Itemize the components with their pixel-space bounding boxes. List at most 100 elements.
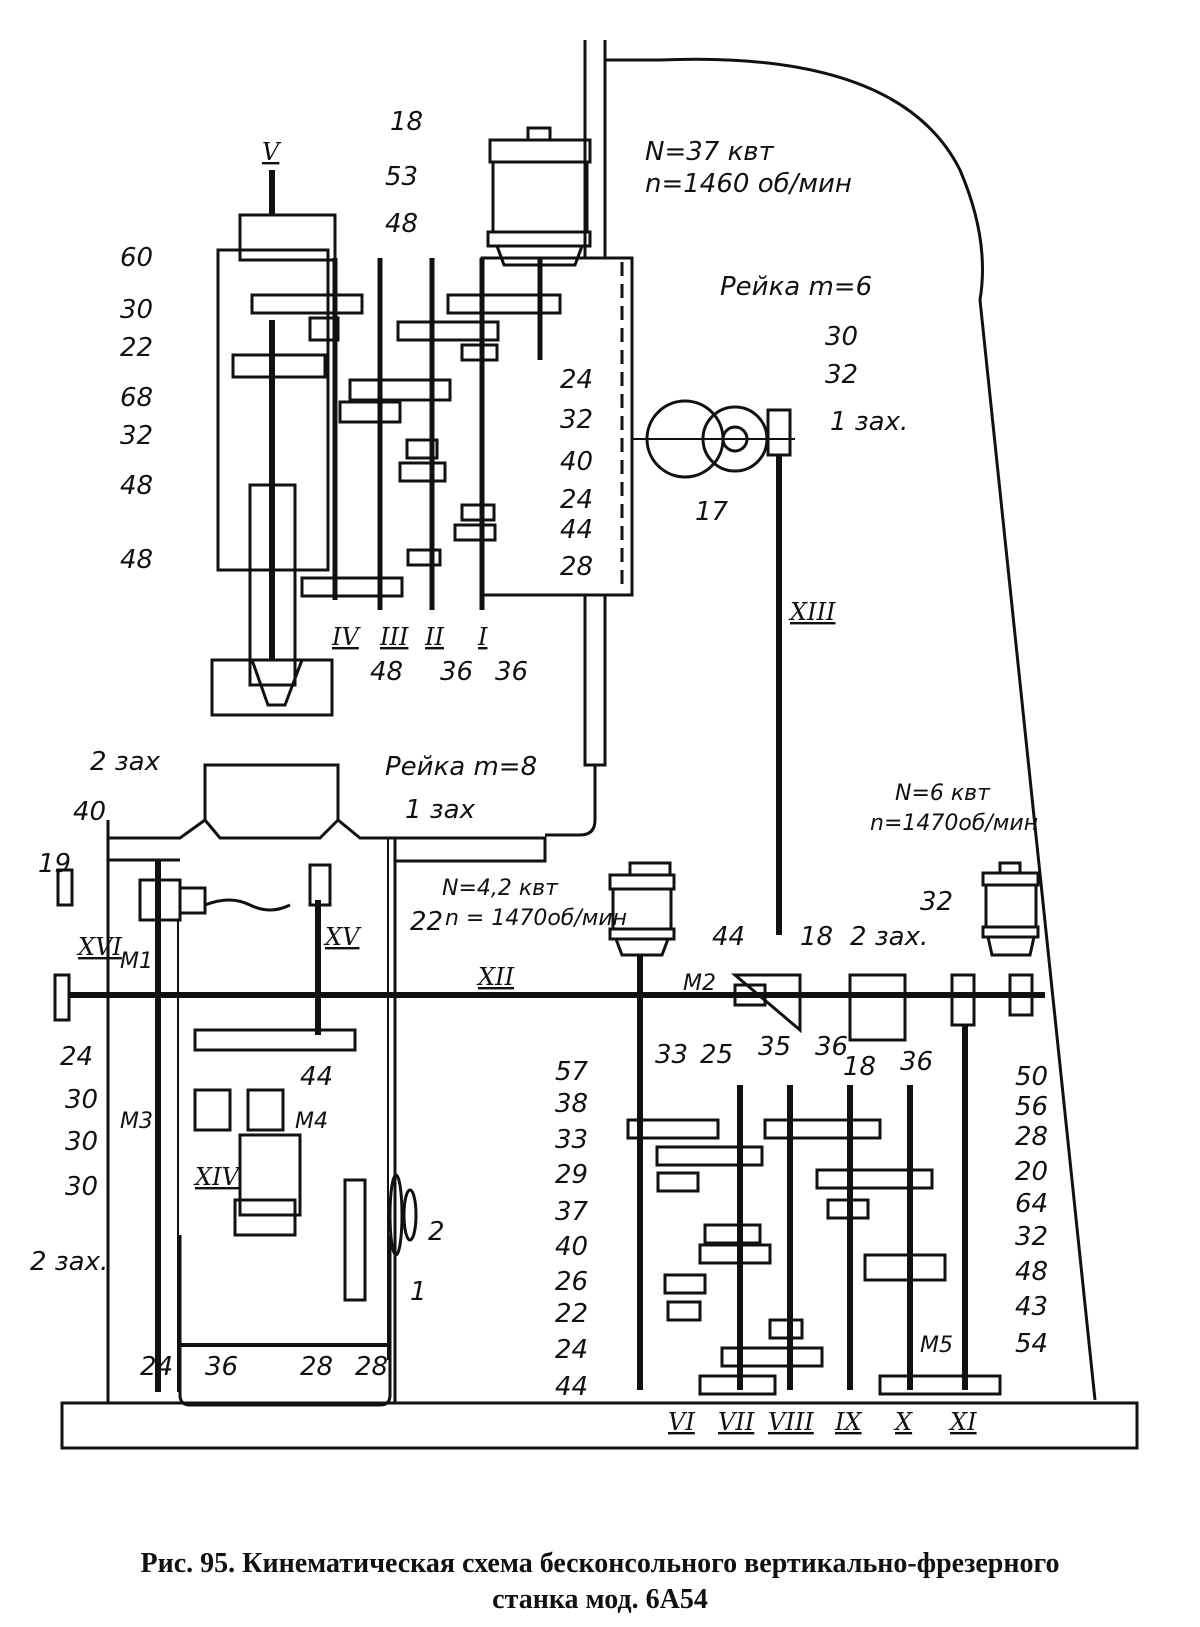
- gear-label: 24: [560, 485, 593, 515]
- feedbox-label: 18: [800, 922, 833, 952]
- table-label: 2 зах.: [30, 1247, 108, 1277]
- feedbox-label: 28: [1015, 1122, 1048, 1152]
- feedbox-label: 54: [1015, 1329, 1048, 1359]
- clutch-label-M2: M2: [683, 971, 716, 996]
- gear-label: 36: [440, 657, 473, 687]
- table-label: 24: [60, 1042, 93, 1072]
- feedbox-label: 32: [1015, 1222, 1048, 1252]
- clutch-label-M5: M5: [920, 1333, 953, 1358]
- gear-label: 48: [120, 471, 153, 501]
- gear-label: 48: [370, 657, 403, 687]
- gear-label: 32: [120, 421, 153, 451]
- table-label: 36: [205, 1352, 238, 1382]
- shaft-label-III: III: [379, 623, 409, 651]
- main-motor: [486, 126, 592, 267]
- figure-caption-line2: станка мод. 6А54: [492, 1584, 708, 1615]
- feedbox-label: 22: [555, 1299, 588, 1329]
- shaft-label-VII: VII: [718, 1408, 755, 1436]
- rack-drive-label: 1 зах.: [830, 407, 908, 437]
- feedbox-label: 40: [555, 1232, 588, 1262]
- gear-label: 18: [390, 107, 423, 137]
- gear-label: 22: [120, 333, 153, 363]
- gear-label: 30: [120, 295, 153, 325]
- table-label: 19: [38, 849, 71, 879]
- feedbox-label: 24: [555, 1335, 588, 1365]
- shaft-label-XVI: XVI: [76, 933, 122, 961]
- shaft-label-XII: XII: [476, 963, 515, 991]
- clutch-label-M1: M1: [120, 949, 153, 974]
- gear-label: 28: [560, 552, 593, 582]
- feedbox-label: 37: [555, 1197, 589, 1227]
- rapid-motor-speed: n=1470об/мин: [870, 811, 1038, 836]
- feedbox-label: 32: [920, 887, 953, 917]
- shaft-label-VIII: VIII: [768, 1408, 814, 1436]
- spindle-head-housing: [480, 256, 634, 597]
- shaft-label-IV: IV: [331, 623, 361, 651]
- table-label: 24: [140, 1352, 173, 1382]
- feedbox-label: 43: [1015, 1292, 1048, 1322]
- table-label: 22: [410, 907, 443, 937]
- upper-rack-label: Рейка m=6: [720, 272, 872, 302]
- feed-motor-speed: n = 1470об/мин: [445, 906, 627, 931]
- machine-base: [60, 1401, 1139, 1450]
- clutch-label-M3: M3: [120, 1109, 153, 1134]
- shaft-label-XI: XI: [948, 1408, 977, 1436]
- gear-label: 48: [385, 209, 418, 239]
- feedbox-label: 56: [1015, 1092, 1048, 1122]
- table-label: 2: [428, 1217, 445, 1247]
- table-label: 44: [300, 1062, 333, 1092]
- table-label: 1: [410, 1277, 427, 1307]
- clutch-label-M4: M4: [295, 1109, 328, 1134]
- feedbox-label: 44: [555, 1372, 588, 1402]
- shaft-label-X: X: [893, 1408, 913, 1436]
- table-label: 28: [300, 1352, 333, 1382]
- table-label: 28: [355, 1352, 388, 1382]
- shaft-label-XIV: XIV: [193, 1163, 242, 1191]
- main-motor-speed: n=1460 об/мин: [645, 169, 852, 199]
- table-label: 2 зах: [90, 747, 161, 777]
- shaft-label-IX: IX: [834, 1408, 862, 1436]
- table-label: 30: [65, 1085, 98, 1115]
- figure-caption: Рис. 95. Кинематическая схема бесконсоль…: [140, 1548, 1060, 1579]
- feedbox-label: 20: [1015, 1157, 1048, 1187]
- gear-label: 53: [385, 162, 418, 192]
- feedbox-label: 25: [700, 1040, 733, 1070]
- feedbox-label: 36: [900, 1047, 933, 1077]
- feedbox-label: 18: [843, 1052, 876, 1082]
- feedbox-label: 33: [555, 1125, 588, 1155]
- worm-1-start: [766, 408, 792, 457]
- rack-drive-label: 30: [825, 322, 858, 352]
- feedbox-label: 26: [555, 1267, 588, 1297]
- feedbox-label: 2 зах.: [850, 922, 928, 952]
- gear-label: 24: [560, 365, 593, 395]
- gear-label: 36: [495, 657, 528, 687]
- shaft-label-XV: XV: [323, 923, 362, 951]
- gear-label: 60: [120, 243, 153, 273]
- main-motor-power: N=37 квт: [645, 137, 775, 167]
- table-label: 30: [65, 1172, 98, 1202]
- feed-motor-power: N=4,2 квт: [442, 876, 559, 901]
- feedbox-label: 64: [1015, 1189, 1048, 1219]
- rack-drive-label: 17: [695, 497, 729, 527]
- feedbox-label: 35: [758, 1032, 791, 1062]
- rapid-motor: [981, 861, 1040, 957]
- feedbox-label: 44: [712, 922, 745, 952]
- feed-motor: [608, 861, 676, 1390]
- feedbox-label: 29: [555, 1160, 588, 1190]
- shaft-label-I: I: [477, 623, 488, 651]
- feedbox-label: 50: [1015, 1062, 1048, 1092]
- gear-label: 44: [560, 515, 593, 545]
- shaft-label-VI: VI: [668, 1408, 695, 1436]
- rapid-motor-power: N=6 квт: [895, 781, 991, 806]
- feedbox-label: 57: [555, 1057, 589, 1087]
- gear-label: 32: [560, 405, 593, 435]
- lower-rack-label: Рейка m=8: [385, 752, 537, 782]
- rack-drive-label: 32: [825, 360, 858, 390]
- feedbox-label: 36: [815, 1032, 848, 1062]
- gear-label: 40: [560, 447, 593, 477]
- machine-column-outline: [583, 40, 1097, 1401]
- feedbox-label: 48: [1015, 1257, 1048, 1287]
- table-label: 40: [73, 797, 106, 827]
- table-outline: [108, 763, 397, 1403]
